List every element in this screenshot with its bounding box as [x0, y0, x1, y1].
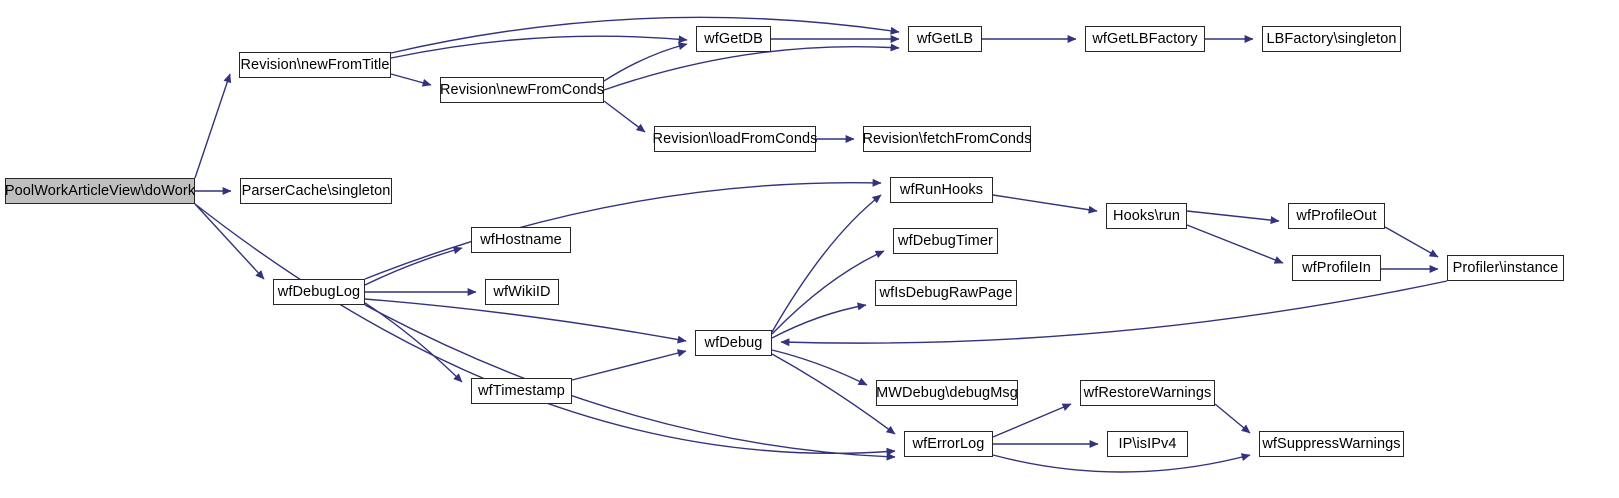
graph-node-label: wfWikiID	[493, 283, 551, 300]
graph-node-wfGetLBFactory[interactable]: wfGetLBFactory	[1085, 26, 1205, 52]
graph-node-profilerInstance[interactable]: Profiler\instance	[1447, 255, 1564, 281]
graph-node-label: wfSuppressWarnings	[1262, 435, 1401, 452]
graph-node-wfHostname[interactable]: wfHostname	[471, 227, 571, 253]
graph-node-wfGetLB[interactable]: wfGetLB	[908, 26, 982, 52]
graph-node-wfRunHooks[interactable]: wfRunHooks	[890, 177, 993, 203]
graph-node-fetchFromConds[interactable]: Revision\fetchFromConds	[862, 126, 1032, 152]
graph-node-wfGetDB[interactable]: wfGetDB	[696, 26, 771, 52]
graph-node-label: ParserCache\singleton	[241, 182, 391, 199]
graph-node-label: Profiler\instance	[1452, 259, 1559, 276]
graph-node-label: wfGetDB	[704, 30, 763, 47]
graph-node-wfDebug[interactable]: wfDebug	[695, 330, 772, 356]
graph-node-wfDebugLog[interactable]: wfDebugLog	[273, 279, 365, 305]
graph-node-label: wfDebugLog	[277, 283, 361, 300]
graph-node-label: wfIsDebugRawPage	[879, 284, 1013, 301]
graph-node-hooksRun[interactable]: Hooks\run	[1106, 203, 1187, 229]
graph-node-isIPv4[interactable]: IP\isIPv4	[1107, 431, 1188, 457]
graph-node-wfIsDebugRawPage[interactable]: wfIsDebugRawPage	[875, 280, 1017, 306]
graph-node-label: wfRunHooks	[899, 181, 984, 198]
graph-node-wfErrorLog[interactable]: wfErrorLog	[904, 431, 993, 457]
graph-node-label: wfHostname	[480, 231, 562, 248]
graph-node-label: wfDebug	[704, 334, 763, 351]
graph-node-debugMsg[interactable]: MWDebug\debugMsg	[876, 380, 1018, 406]
graph-node-label: PoolWorkArticleView\doWork	[4, 182, 196, 199]
graph-node-label: wfTimestamp	[478, 382, 565, 399]
graph-node-label: IP\isIPv4	[1118, 435, 1177, 452]
graph-node-parserCache[interactable]: ParserCache\singleton	[240, 178, 392, 204]
graph-node-label: Revision\newFromConds	[439, 81, 605, 98]
graph-node-label: wfProfileOut	[1296, 207, 1377, 224]
graph-node-label: Revision\loadFromConds	[652, 130, 818, 147]
graph-node-label: Hooks\run	[1113, 207, 1180, 224]
graph-node-wfRestoreWarnings[interactable]: wfRestoreWarnings	[1080, 380, 1215, 406]
graph-node-label: MWDebug\debugMsg	[876, 384, 1018, 401]
graph-node-label: wfGetLB	[916, 30, 974, 47]
graph-node-label: wfGetLBFactory	[1092, 30, 1198, 47]
graph-node-doWork[interactable]: PoolWorkArticleView\doWork	[5, 178, 195, 204]
graph-node-label: wfDebugTimer	[898, 232, 993, 249]
graph-node-label: wfProfileIn	[1302, 259, 1371, 276]
graph-node-label: Revision\newFromTitle	[240, 56, 390, 73]
graph-node-wfProfileIn[interactable]: wfProfileIn	[1292, 255, 1381, 281]
graph-node-loadFromConds[interactable]: Revision\loadFromConds	[653, 126, 817, 152]
graph-node-label: LBFactory\singleton	[1266, 30, 1397, 47]
graph-node-label: Revision\fetchFromConds	[862, 130, 1032, 147]
graph-node-newFromConds[interactable]: Revision\newFromConds	[440, 77, 604, 103]
graph-node-label: wfErrorLog	[912, 435, 985, 452]
graph-node-label: wfRestoreWarnings	[1083, 384, 1212, 401]
graph-node-wfWikiID[interactable]: wfWikiID	[485, 279, 559, 305]
graph-node-singleton[interactable]: LBFactory\singleton	[1262, 26, 1401, 52]
graph-node-wfSuppressWarnings[interactable]: wfSuppressWarnings	[1259, 431, 1404, 457]
graph-node-wfDebugTimer[interactable]: wfDebugTimer	[893, 228, 998, 254]
graph-node-wfProfileOut[interactable]: wfProfileOut	[1288, 203, 1385, 229]
graph-node-wfTimestamp[interactable]: wfTimestamp	[471, 378, 572, 404]
graph-node-newFromTitle[interactable]: Revision\newFromTitle	[239, 52, 391, 78]
